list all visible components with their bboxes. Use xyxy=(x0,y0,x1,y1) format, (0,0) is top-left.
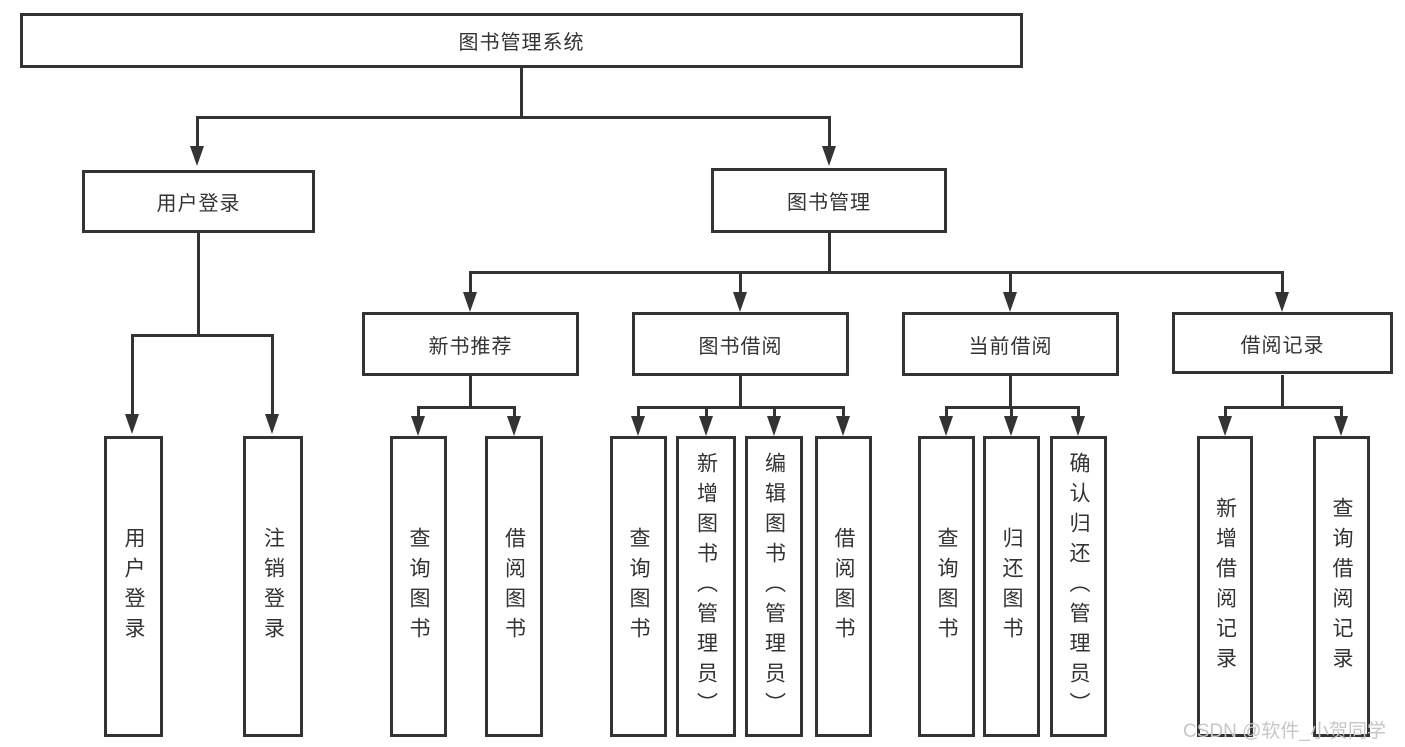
connector-leaf-line xyxy=(1224,406,1227,418)
connector-to-leaf-login-line xyxy=(131,334,134,416)
branch-node-book-management-label: 图书管理 xyxy=(787,192,871,214)
connector-borrow-records-stem xyxy=(1281,375,1284,408)
connector-leaf-line xyxy=(1077,406,1080,418)
leaf-node-edit-books-admin-label: 编辑图书（管理员） xyxy=(762,451,786,722)
arrowhead-leaf xyxy=(411,416,425,436)
connector-new-books-hbar xyxy=(417,406,516,409)
connector-level2-hbar xyxy=(469,271,1283,274)
module-node-new-book-recommend: 新书推荐 xyxy=(362,312,579,376)
arrowhead-leaf xyxy=(1071,416,1085,436)
arrowhead-to-current-borrow xyxy=(1003,292,1017,312)
leaf-node-add-borrow-record-label: 新增借阅记录 xyxy=(1213,496,1237,677)
connector-to-current-borrow-line xyxy=(1009,271,1012,294)
module-node-current-borrow: 当前借阅 xyxy=(902,312,1119,376)
root-node-label: 图书管理系统 xyxy=(458,32,585,54)
leaf-node-query-borrow-record: 查询借阅记录 xyxy=(1313,436,1370,737)
leaf-node-return-books: 归还图书 xyxy=(983,436,1040,737)
module-node-borrow-records-label: 借阅记录 xyxy=(1240,334,1325,357)
arrowhead-leaf xyxy=(1334,416,1348,436)
connector-to-book-management-line xyxy=(828,116,831,148)
root-node-library-system: 图书管理系统 xyxy=(20,13,1023,68)
arrowhead-leaf xyxy=(507,416,521,436)
connector-leaf-line xyxy=(945,406,948,418)
connector-leaf-line xyxy=(513,406,516,418)
arrowhead-to-user-login xyxy=(190,146,204,166)
leaf-node-borrow-books-2-label: 借阅图书 xyxy=(832,526,855,647)
branch-node-user-login: 用户登录 xyxy=(82,170,315,233)
leaf-node-confirm-return-admin-label: 确认归还（管理员） xyxy=(1067,451,1090,722)
leaf-node-borrow-books-1: 借阅图书 xyxy=(485,436,543,737)
module-node-new-book-recommend-label: 新书推荐 xyxy=(428,335,513,358)
connector-user-login-hbar xyxy=(132,334,274,337)
arrowhead-leaf xyxy=(631,416,645,436)
branch-node-user-login-label: 用户登录 xyxy=(156,193,241,215)
connector-to-leaf-logout-line xyxy=(271,334,274,416)
arrowhead-leaf xyxy=(1004,416,1018,436)
arrowhead-leaf xyxy=(699,416,713,436)
arrowhead-leaf xyxy=(939,416,953,436)
connector-borrow-records-hbar xyxy=(1224,406,1343,409)
connector-current-borrow-stem xyxy=(1009,375,1012,408)
arrowhead-to-leaf-logout xyxy=(265,414,279,434)
leaf-node-query-books-1: 查询图书 xyxy=(390,436,447,737)
arrowhead-leaf xyxy=(767,416,781,436)
arrowhead-to-leaf-login xyxy=(125,414,139,434)
connector-to-new-books-line xyxy=(469,271,472,294)
leaf-node-query-borrow-record-label: 查询借阅记录 xyxy=(1330,496,1353,677)
connector-leaf-line xyxy=(705,406,708,418)
connector-book-management-stem xyxy=(828,232,831,274)
connector-book-borrow-stem xyxy=(739,375,742,408)
leaf-node-logout: 注销登录 xyxy=(243,436,303,737)
leaf-node-add-books-admin-label: 新增图书（管理员） xyxy=(694,451,718,722)
connector-to-book-borrow-line xyxy=(739,271,742,294)
csdn-watermark: CSDN @软件_小贺同学 xyxy=(1183,721,1386,742)
connector-leaf-line xyxy=(637,406,640,418)
connector-leaf-line xyxy=(773,406,776,418)
module-node-borrow-records: 借阅记录 xyxy=(1172,312,1393,374)
arrowhead-to-new-books xyxy=(463,292,477,312)
leaf-node-query-books-3-label: 查询图书 xyxy=(935,526,958,647)
arrowhead-leaf xyxy=(836,416,850,436)
leaf-node-logout-label: 注销登录 xyxy=(261,526,285,647)
arrowhead-to-book-borrow xyxy=(733,292,747,312)
connector-leaf-line xyxy=(1010,406,1013,418)
connector-new-books-stem xyxy=(469,375,472,408)
leaf-node-user-login: 用户登录 xyxy=(104,436,163,737)
leaf-node-confirm-return-admin: 确认归还（管理员） xyxy=(1050,436,1107,737)
leaf-node-query-books-1-label: 查询图书 xyxy=(407,526,430,647)
leaf-node-query-books-2-label: 查询图书 xyxy=(627,526,650,647)
module-node-book-borrow: 图书借阅 xyxy=(632,312,849,376)
connector-leaf-line xyxy=(842,406,845,418)
arrowhead-to-book-management xyxy=(822,146,836,166)
leaf-node-borrow-books-1-label: 借阅图书 xyxy=(502,526,526,647)
module-node-book-borrow-label: 图书借阅 xyxy=(698,335,783,358)
leaf-node-add-books-admin: 新增图书（管理员） xyxy=(676,436,736,737)
connector-level1-hbar xyxy=(196,116,830,119)
leaf-node-user-login-label: 用户登录 xyxy=(122,526,145,647)
leaf-node-return-books-label: 归还图书 xyxy=(1000,526,1023,647)
arrowhead-to-borrow-records xyxy=(1275,292,1289,312)
connector-leaf-line xyxy=(417,406,420,418)
leaf-node-add-borrow-record: 新增借阅记录 xyxy=(1197,436,1253,737)
module-node-current-borrow-label: 当前借阅 xyxy=(968,335,1053,358)
leaf-node-borrow-books-2: 借阅图书 xyxy=(815,436,872,737)
leaf-node-query-books-3: 查询图书 xyxy=(918,436,975,737)
connector-book-borrow-hbar xyxy=(637,406,845,409)
connector-to-borrow-records-line xyxy=(1281,271,1284,294)
connector-root-stem xyxy=(520,68,523,118)
leaf-node-query-books-2: 查询图书 xyxy=(610,436,667,737)
connector-leaf-line xyxy=(1340,406,1343,418)
connector-user-login-stem xyxy=(197,232,200,336)
branch-node-book-management: 图书管理 xyxy=(711,168,947,233)
arrowhead-leaf xyxy=(1218,416,1232,436)
connector-to-user-login-line xyxy=(196,116,199,148)
leaf-node-edit-books-admin: 编辑图书（管理员） xyxy=(745,436,803,737)
